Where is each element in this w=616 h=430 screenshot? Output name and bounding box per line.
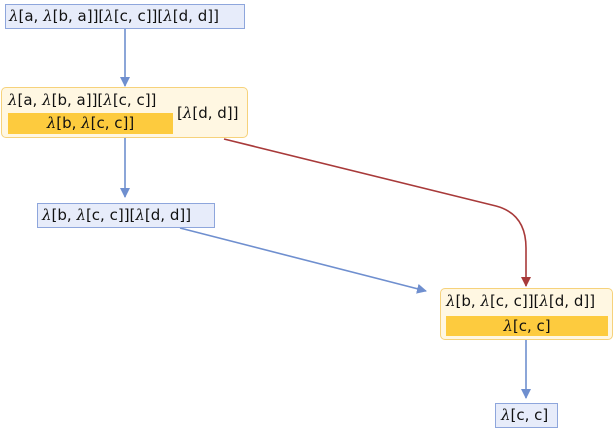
node-intermediate-text: λ[b, λ[c, c]][λ[d, d]] [42,206,192,224]
node-final-expression: λ[c, c] [495,403,558,428]
node-first-reduction-redex: λ[b, λ[c, c]] [8,113,173,134]
node-first-reduction: λ[a, λ[b, a]][λ[c, c]] λ[b, λ[c, c]] [λ[… [1,87,248,138]
node-root-text: λ[a, λ[b, a]][λ[c, c]][λ[d, d]] [9,7,219,25]
node-intermediate-expression: λ[b, λ[c, c]][λ[d, d]] [37,203,215,228]
node-second-reduction-line1: λ[b, λ[c, c]][λ[d, d]] [446,292,596,310]
edge-n2-n4 [223,138,531,287]
node-first-reduction-line1: λ[a, λ[b, a]][λ[c, c]] [8,91,157,109]
node-second-reduction-redex: λ[c, c] [446,316,608,336]
node-first-reduction-tail: [λ[d, d]] [177,104,239,122]
node-second-reduction: λ[b, λ[c, c]][λ[d, d]] λ[c, c] [440,288,613,340]
node-root-expression: λ[a, λ[b, a]][λ[c, c]][λ[d, d]] [5,4,245,29]
edge-n3-n4 [179,227,427,294]
node-final-text: λ[c, c] [501,406,549,424]
